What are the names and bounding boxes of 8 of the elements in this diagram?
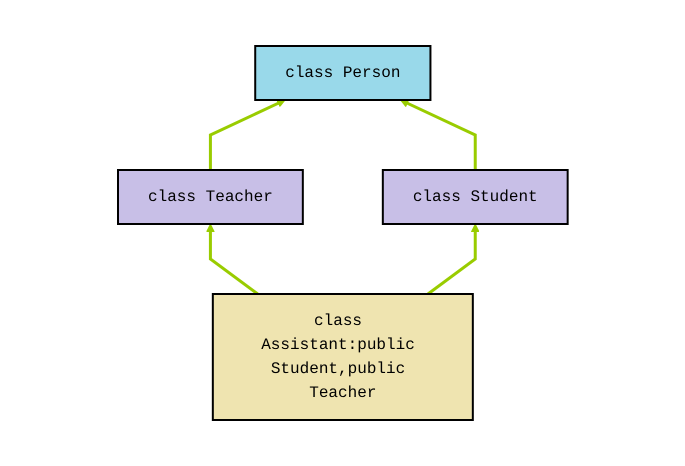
arrow <box>208 99 286 170</box>
arrow <box>400 99 476 170</box>
node-box: class Assistant:public Student,public Teacher <box>212 293 474 421</box>
node-box: class Student <box>382 169 568 225</box>
arrow <box>206 224 258 296</box>
node-box: class Teacher <box>116 169 304 225</box>
arrow <box>426 224 480 296</box>
node-box: class Person <box>254 45 432 101</box>
